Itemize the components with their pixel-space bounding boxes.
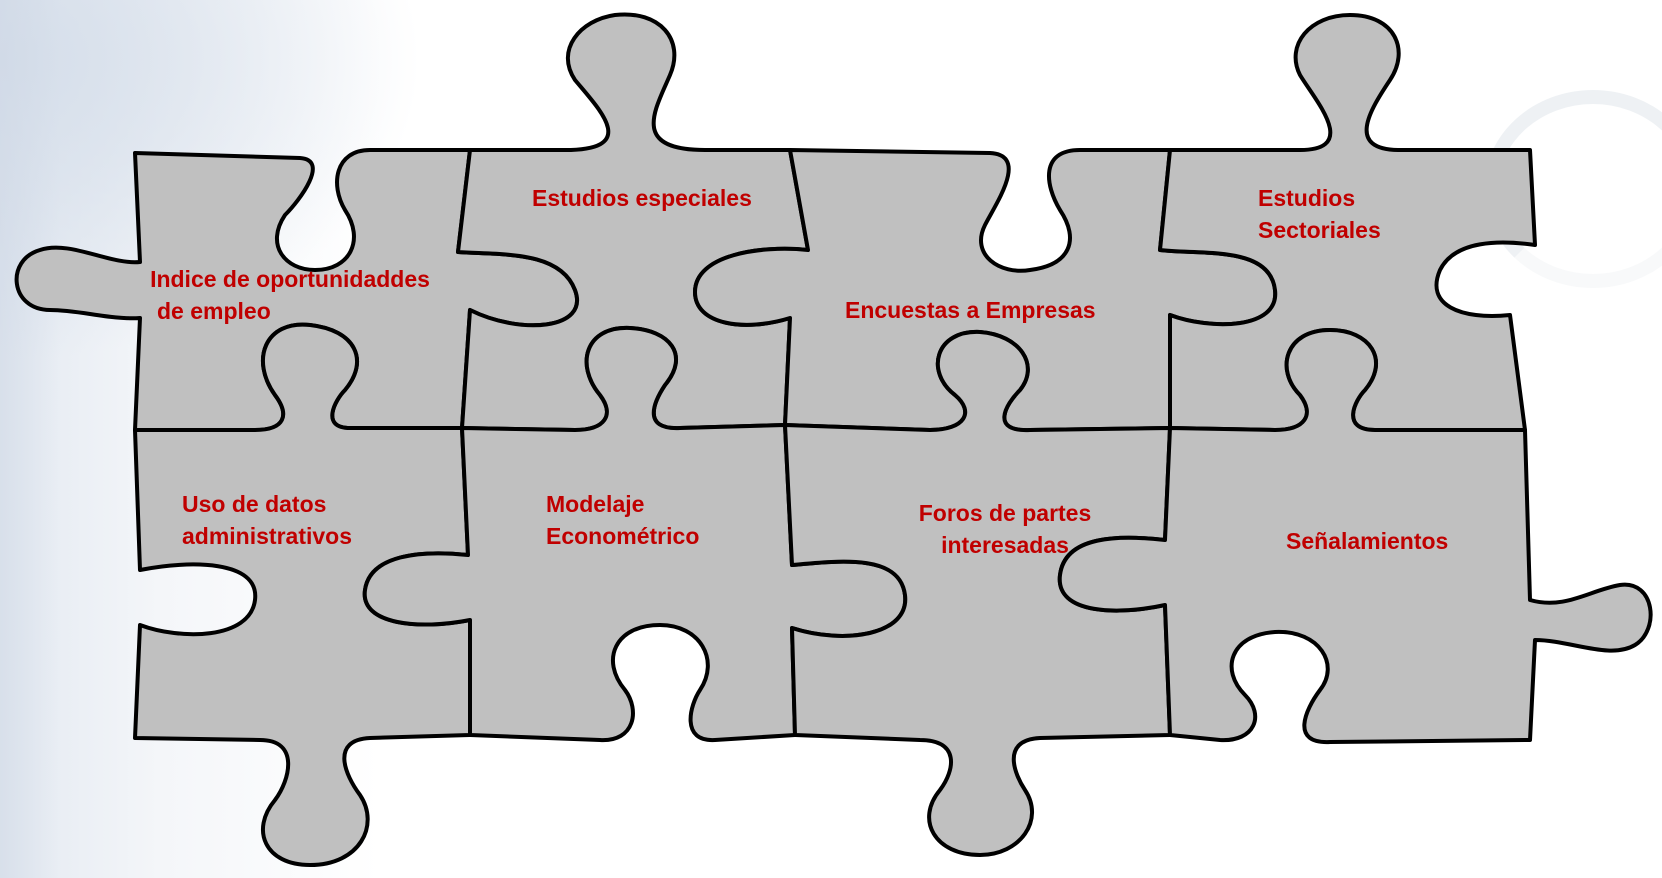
label-encuestas: Encuestas a Empresas xyxy=(845,294,1096,326)
label-uso-datos-line2: administrativos xyxy=(182,523,352,549)
label-encuestas-line1: Encuestas a Empresas xyxy=(845,297,1096,323)
label-indice: Indice de oportunidaddes de empleo xyxy=(95,263,485,327)
label-modelaje-line1: Modelaje xyxy=(546,491,645,517)
piece-senalamientos xyxy=(1057,328,1653,745)
label-senalamientos-line1: Señalamientos xyxy=(1286,528,1449,554)
piece-estudios-sectoriales xyxy=(1158,13,1537,432)
label-uso-datos-line1: Uso de datos xyxy=(182,491,327,517)
label-estudios-sectoriales-line1: Estudios xyxy=(1258,185,1356,211)
piece-uso-datos xyxy=(133,322,472,867)
label-estudios-especiales: Estudios especiales xyxy=(532,182,752,214)
label-indice-line1: Indice de oportunidaddes xyxy=(150,266,430,292)
label-estudios-especiales-line1: Estudios especiales xyxy=(532,185,752,211)
piece-foros xyxy=(783,329,1172,857)
label-estudios-sectoriales-line2: Sectoriales xyxy=(1258,217,1381,243)
background-shine xyxy=(0,0,60,878)
label-senalamientos: Señalamientos xyxy=(1286,525,1448,557)
label-foros: Foros de partes interesadas xyxy=(880,497,1130,561)
label-indice-line2: de empleo xyxy=(157,298,271,324)
label-modelaje: Modelaje Econométrico xyxy=(546,488,699,552)
label-foros-line1: Foros de partes xyxy=(918,500,1092,526)
label-modelaje-line2: Econométrico xyxy=(546,523,700,549)
label-foros-line2: interesadas xyxy=(941,532,1069,558)
label-estudios-sectoriales: Estudios Sectoriales xyxy=(1258,182,1381,246)
label-uso-datos: Uso de datos administrativos xyxy=(182,488,352,552)
